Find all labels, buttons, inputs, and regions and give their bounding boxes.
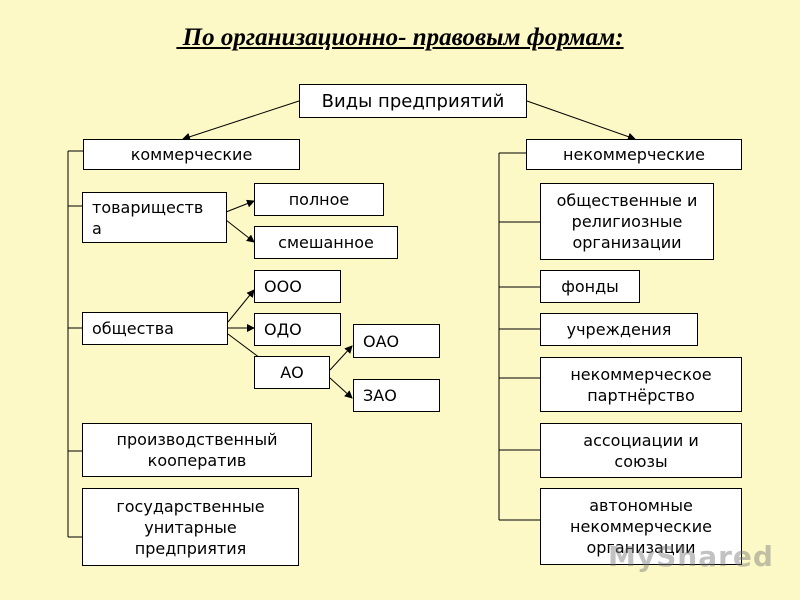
diagram-title: По организационно- правовым формам:: [176, 24, 624, 51]
zao-node: ЗАО: [353, 379, 440, 412]
autonomous-node: автономные некоммерческие организации: [540, 488, 742, 565]
watermark: MyShared: [608, 540, 774, 573]
ooo-node: ООО: [254, 270, 341, 303]
partnerships-node: товариществ а: [82, 192, 227, 243]
noncommercial-header: некоммерческие: [526, 139, 742, 170]
full-partnership-node: полное: [254, 183, 384, 216]
public-religious-node: общественные и религиозные организации: [540, 183, 714, 260]
ao-node: АО: [254, 356, 330, 389]
institutions-node: учреждения: [540, 313, 698, 346]
odo-node: ОДО: [254, 313, 341, 346]
oao-node: ОАО: [353, 324, 440, 358]
associations-node: ассоциации и союзы: [540, 423, 742, 478]
root-node: Виды предприятий: [299, 84, 527, 118]
mixed-partnership-node: смешанное: [254, 226, 398, 259]
commercial-header: коммерческие: [83, 139, 300, 170]
state-unitary-node: государственные унитарные предприятия: [82, 488, 299, 566]
nonprofit-partnership-node: некоммерческое партнёрство: [540, 357, 742, 412]
funds-node: фонды: [540, 270, 640, 303]
production-coop-node: производственный кооператив: [82, 423, 312, 477]
companies-node: общества: [82, 312, 228, 345]
